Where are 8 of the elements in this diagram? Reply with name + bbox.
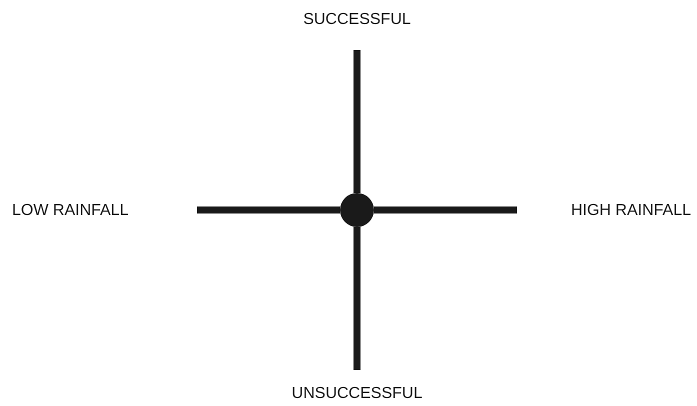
axis-label: LOW RAINFALL [12,201,128,221]
axis-line [354,50,360,193]
axis-line [197,206,340,214]
axis-label: HIGH RAINFALL [570,201,691,221]
axis-line [354,227,360,370]
axis-line [374,206,517,214]
axis-label: SUCCESSFUL [303,10,411,30]
axis-label: UNSUCCESSFUL [292,384,422,404]
